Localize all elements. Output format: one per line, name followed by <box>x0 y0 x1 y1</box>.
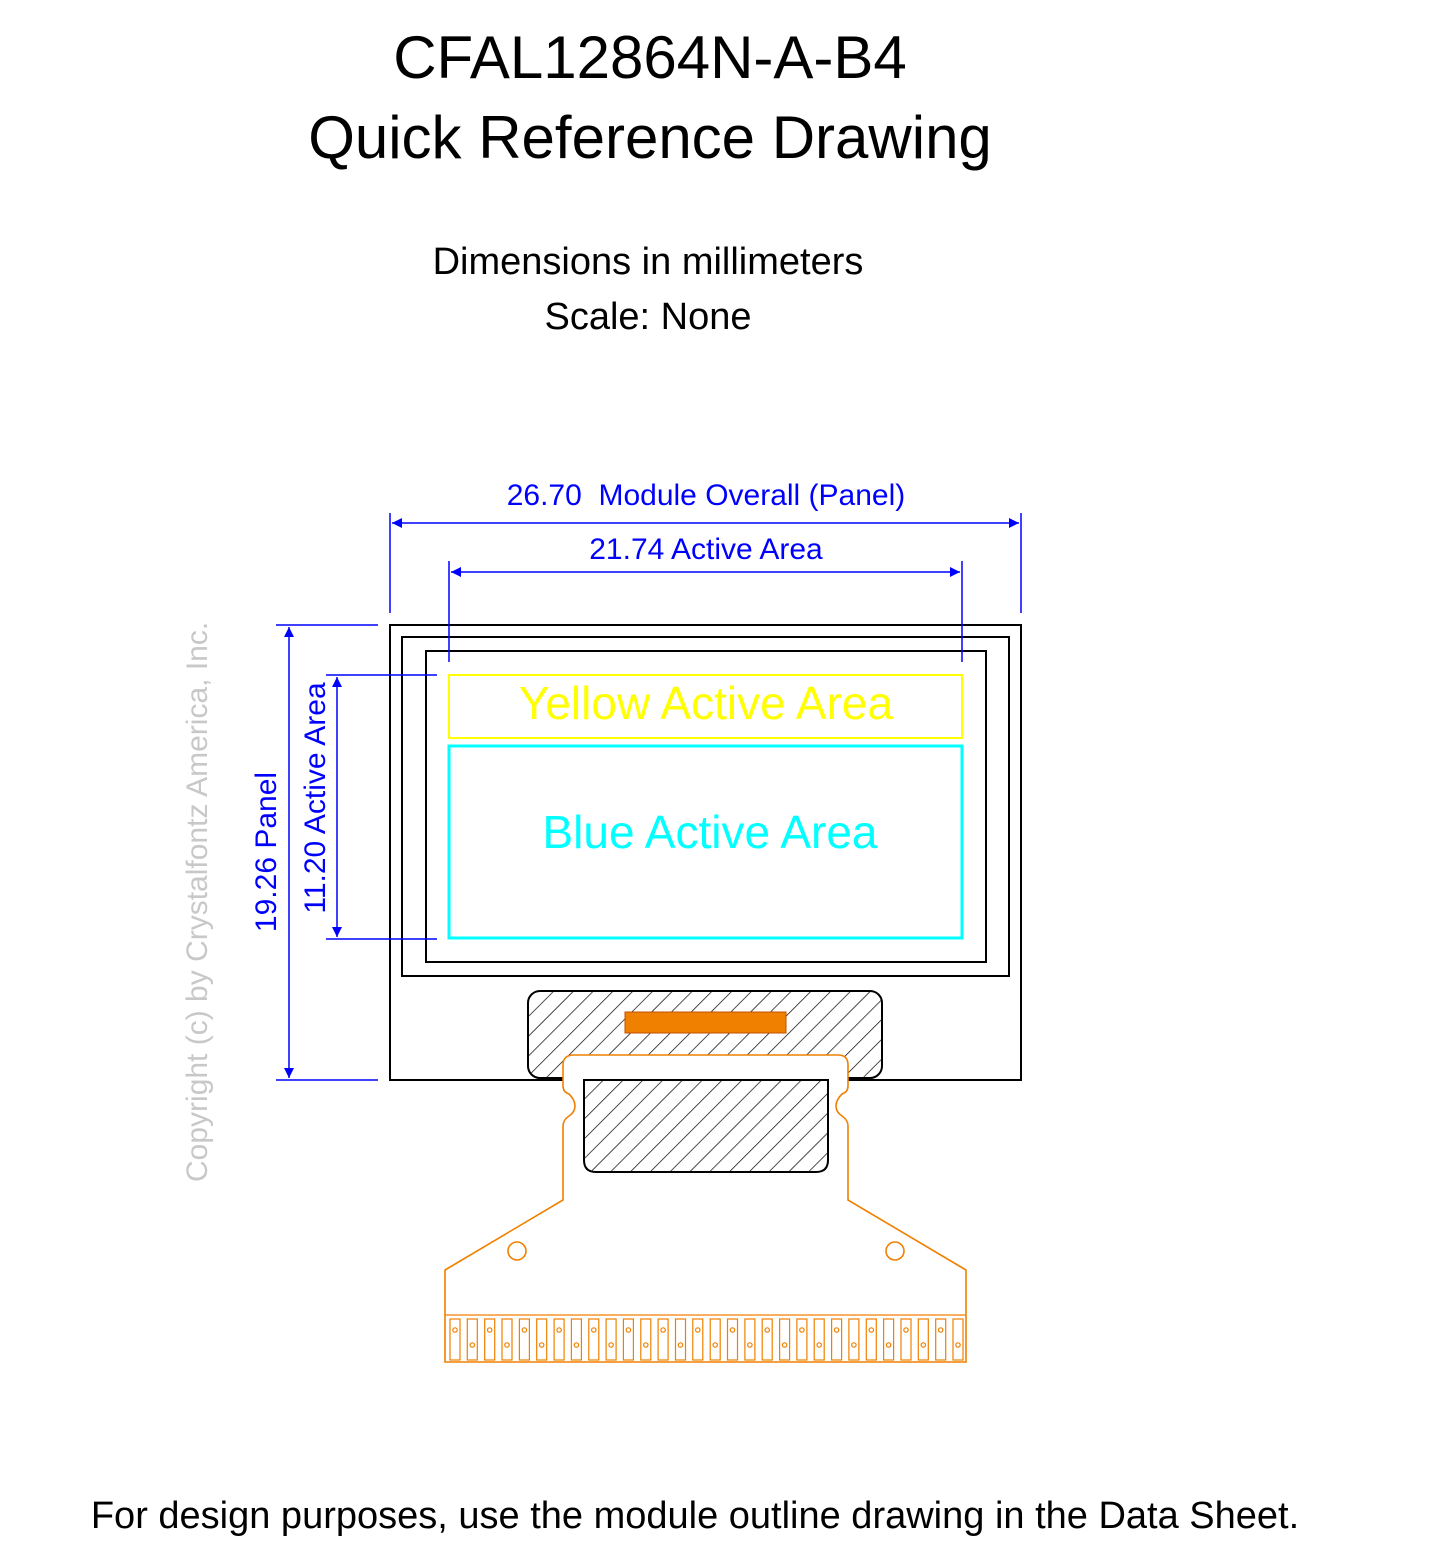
copyright-text: Copyright (c) by Crystalfontz America, I… <box>181 622 214 1182</box>
contact-pin-via <box>729 1327 736 1333</box>
active-width-label: 21.74 Active Area <box>589 533 823 566</box>
blue-area-label: Blue Active Area <box>543 806 878 858</box>
contact-pin-via <box>677 1342 684 1348</box>
contact-pin-via <box>556 1327 562 1333</box>
contact-pin <box>605 1318 617 1361</box>
flex-cable-outline <box>444 1054 967 1363</box>
contact-pin <box>882 1318 895 1361</box>
contact-pin <box>952 1318 964 1361</box>
contact-pin <box>813 1318 825 1361</box>
contact-pin-via <box>469 1342 476 1348</box>
contact-pin-via <box>608 1342 614 1348</box>
contact-pin <box>501 1318 513 1361</box>
design-note-footer: For design purposes, use the module outl… <box>90 1495 1300 1537</box>
contact-pin-via <box>747 1342 753 1348</box>
contact-pin <box>778 1318 791 1361</box>
stiffener-area <box>583 1079 829 1173</box>
dimension-active-height <box>326 674 437 940</box>
contact-pin <box>744 1318 756 1361</box>
contact-pin <box>848 1318 860 1361</box>
contact-pin <box>917 1318 929 1361</box>
contact-pin <box>657 1318 669 1361</box>
contact-pin-via <box>573 1342 580 1348</box>
contact-pin-via <box>885 1342 892 1348</box>
yellow-active-area <box>448 674 963 739</box>
contact-pin-via <box>851 1342 857 1348</box>
contact-pin <box>796 1318 808 1361</box>
contact-pin-via <box>903 1327 909 1333</box>
contact-pin <box>761 1318 773 1361</box>
contact-pin <box>484 1318 496 1361</box>
active-height-label: 11.20 Active Area <box>299 682 332 914</box>
module-width-label: 26.70 Module Overall (Panel) <box>507 479 906 512</box>
scale-note: Scale: None <box>544 296 752 338</box>
contact-pin <box>570 1318 583 1361</box>
title-part-number: CFAL12864N-A-B4 <box>393 24 907 91</box>
contact-pin-via <box>642 1342 649 1348</box>
contact-pin-via <box>816 1342 823 1348</box>
title-drawing-name: Quick Reference Drawing <box>308 104 992 171</box>
panel-height-label: 19.26 Panel <box>250 772 283 932</box>
contact-pin-via <box>920 1342 927 1348</box>
contact-pin-via <box>590 1327 597 1333</box>
contact-pin <box>449 1318 461 1361</box>
contact-pin <box>640 1318 652 1361</box>
contact-pin-via <box>955 1342 961 1348</box>
contact-pin-via <box>504 1342 510 1348</box>
contact-pin <box>518 1318 531 1361</box>
contact-pin-via <box>781 1342 788 1348</box>
blue-active-area <box>447 744 964 940</box>
contact-pin <box>692 1318 704 1361</box>
contact-pin <box>674 1318 687 1361</box>
contact-pin <box>536 1318 548 1361</box>
contact-pin-via <box>521 1327 528 1333</box>
dimension-panel-height <box>276 624 378 1081</box>
contact-pin-via <box>937 1327 944 1333</box>
contact-pin-via <box>660 1327 666 1333</box>
contact-pin <box>709 1318 721 1361</box>
contact-pin <box>900 1318 912 1361</box>
contact-pin-via <box>833 1327 840 1333</box>
contact-pin-via <box>625 1327 632 1333</box>
contact-pin <box>466 1318 478 1361</box>
mounting-hole-right <box>885 1241 905 1261</box>
contact-pin <box>726 1318 739 1361</box>
driver-ic-chip <box>624 1011 787 1034</box>
dimension-module-width <box>389 513 1022 613</box>
yellow-area-label: Yellow Active Area <box>519 677 894 729</box>
contact-pin-via <box>538 1342 545 1348</box>
flex-contact-pins <box>445 1314 966 1361</box>
dimension-active-width <box>448 561 963 662</box>
contact-pin <box>865 1318 877 1361</box>
mounting-hole-left <box>507 1241 527 1261</box>
contact-pin <box>553 1318 565 1361</box>
contact-pin <box>622 1318 635 1361</box>
contact-pin-via <box>712 1342 719 1348</box>
contact-pin-via <box>694 1327 701 1333</box>
contact-pin <box>935 1318 947 1361</box>
contact-pin-via <box>799 1327 805 1333</box>
contact-pin-via <box>764 1327 771 1333</box>
contact-pin <box>588 1318 600 1361</box>
contact-pin-via <box>868 1327 875 1333</box>
contact-pin-via <box>452 1327 458 1333</box>
units-note: Dimensions in millimeters <box>432 241 864 283</box>
contact-pin <box>830 1318 843 1361</box>
contact-pin-via <box>486 1327 493 1333</box>
